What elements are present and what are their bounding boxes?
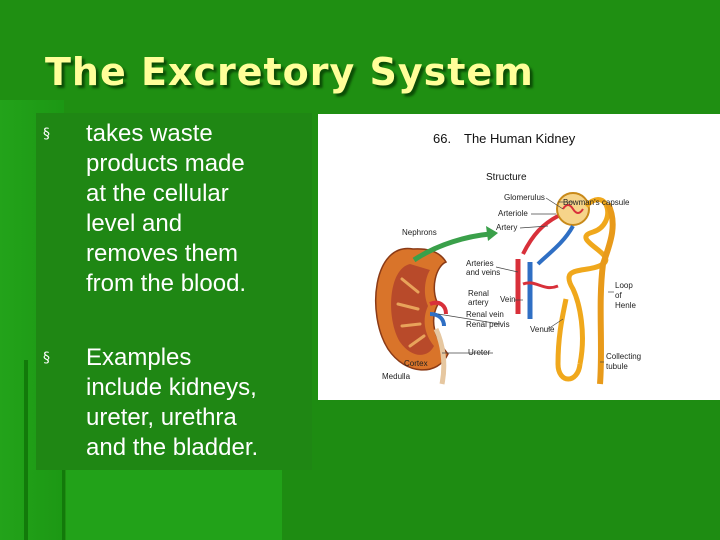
figure-number: 66. [433, 131, 451, 146]
label-of: of [615, 291, 622, 300]
nephron-shape [515, 192, 616, 385]
label-nephrons: Nephrons [402, 228, 437, 237]
kidney-illustration: 66. The Human Kidney Structure [374, 131, 641, 385]
label-renal: Renal [468, 289, 489, 298]
label-renal-vein: Renal vein [466, 310, 504, 319]
label-arteriole: Arteriole [498, 209, 528, 218]
label-bowmans-capsule: Bowman's capsule [563, 198, 630, 207]
kidney-diagram: 66. The Human Kidney Structure [318, 114, 720, 400]
arrow-head [486, 226, 498, 241]
leader-lines [437, 197, 614, 363]
label-tubule: tubule [606, 362, 628, 371]
label-venule: Venule [530, 325, 555, 334]
bullet-marker: § [43, 350, 50, 366]
background-stripe [24, 360, 28, 540]
label-artery: Artery [496, 223, 517, 232]
label-glomerulus: Glomerulus [504, 193, 545, 202]
pointer-arrow [412, 231, 491, 263]
label-collecting: Collecting [606, 352, 641, 361]
bullet-item: § takes waste products made at the cellu… [36, 119, 312, 299]
label-renal-pelvis: Renal pelvis [466, 320, 510, 329]
label-arteries: Arteries [466, 259, 494, 268]
text-panel: § takes waste products made at the cellu… [36, 113, 312, 470]
bullet-text: Examples include kidneys, ureter, urethr… [86, 344, 259, 461]
background-panel [282, 400, 720, 540]
label-vein: Vein [500, 295, 516, 304]
label-artery-word: artery [468, 298, 488, 307]
bullet-item: § Examples include kidneys, ureter, uret… [36, 343, 312, 463]
figure-title: The Human Kidney [464, 131, 576, 146]
label-loop: Loop [615, 281, 633, 290]
label-and-veins: and veins [466, 268, 500, 277]
slide-title: The Excretory System [45, 50, 534, 94]
bullet-text: takes waste products made at the cellula… [86, 120, 247, 297]
label-medulla: Medulla [382, 372, 411, 381]
label-ureter: Ureter [468, 348, 491, 357]
label-henle: Henle [615, 301, 636, 310]
structure-label: Structure [486, 172, 527, 183]
label-cortex: Cortex [404, 359, 428, 368]
bullet-marker: § [43, 126, 50, 142]
kidney-shape [374, 247, 449, 385]
background-panel [66, 470, 282, 540]
